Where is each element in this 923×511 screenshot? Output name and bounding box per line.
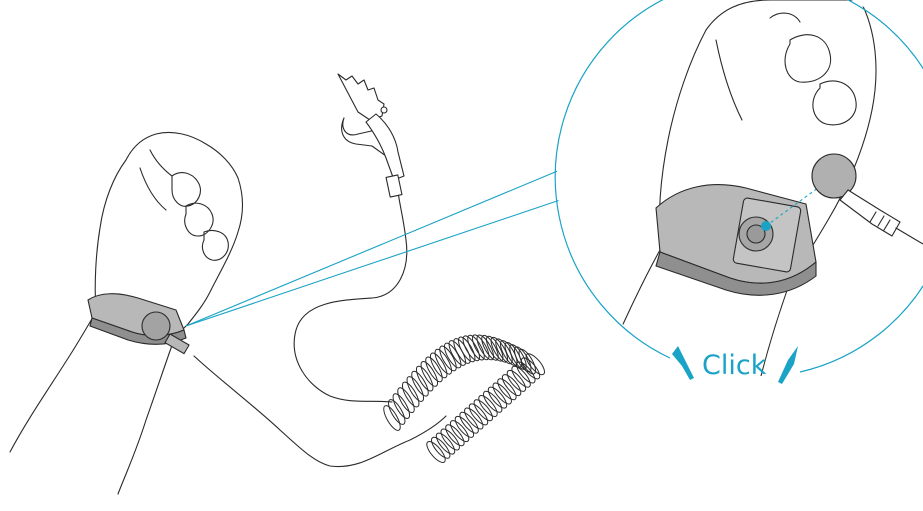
click-label-group: Click — [672, 346, 798, 384]
coil-loop — [387, 399, 406, 425]
coil-loop — [511, 365, 531, 388]
zoom-detail — [557, 0, 923, 376]
coil-loop — [471, 334, 490, 361]
coil-loop — [473, 399, 493, 422]
coil-loop — [501, 374, 522, 397]
clip-plug — [385, 174, 403, 198]
zoom-strap-shadow — [655, 251, 817, 296]
coil-loop — [518, 348, 537, 375]
zoom-plug-cord — [895, 227, 923, 249]
ground-cord-straight — [193, 355, 447, 468]
coil-loop — [397, 387, 415, 414]
callout-lines — [185, 169, 561, 327]
coil-loop — [487, 386, 508, 409]
clip-jaw-upper — [337, 73, 385, 121]
coil-loop — [449, 420, 470, 443]
coil-loop — [440, 428, 460, 451]
finger-lines — [139, 149, 229, 261]
coil-loop — [454, 415, 475, 438]
ground-cord-to-clip — [293, 191, 408, 403]
coil-loop — [445, 424, 465, 447]
coil-loop — [383, 405, 401, 431]
coil-loop — [426, 441, 446, 463]
coil-loop — [483, 390, 503, 413]
zoom-snap-center — [746, 224, 766, 244]
coil-loop — [434, 348, 453, 375]
coil-loop — [516, 361, 536, 384]
coil-loop — [467, 334, 485, 361]
coil-loop — [506, 369, 527, 392]
coil-loop — [420, 361, 439, 387]
coil-loop — [429, 352, 448, 379]
coil-loop — [392, 393, 411, 419]
clip-handle — [365, 113, 405, 181]
arm-illustration — [9, 131, 244, 495]
click-arrow-left — [672, 346, 694, 380]
zoom-finger-lines — [715, 12, 857, 126]
coil-loop — [504, 342, 523, 368]
zoom-plug-head — [811, 153, 857, 199]
coil-loop — [425, 356, 443, 383]
coiled-cord — [383, 334, 545, 463]
callout-line-lower — [185, 199, 561, 327]
coil-loop — [468, 403, 489, 426]
coil-loop — [459, 411, 479, 434]
strap-connector — [164, 333, 190, 355]
coil-loop — [431, 436, 451, 459]
coil-loop — [478, 395, 498, 417]
hand-outline — [94, 131, 244, 335]
coil-loop — [520, 357, 541, 380]
coil-loop — [415, 365, 434, 392]
coil-loop — [464, 407, 484, 430]
coil-loop — [401, 381, 420, 408]
coil-loop — [439, 345, 457, 372]
coil-loop — [457, 336, 476, 363]
zoom-plug-body — [839, 189, 901, 237]
zoom-circle-border — [554, 0, 923, 373]
coil-loop — [435, 432, 456, 455]
callout-line-upper — [185, 169, 561, 327]
coil-loop — [492, 382, 512, 405]
alligator-clip — [337, 73, 405, 198]
zoom-plug-ridges — [869, 211, 891, 231]
coil-loop — [406, 376, 425, 402]
coil-loop — [462, 335, 481, 362]
strap-snap-button — [141, 311, 171, 341]
coil-loop — [453, 338, 471, 364]
click-label: Click — [702, 350, 767, 381]
coil-loop — [525, 353, 545, 376]
coil-loop — [411, 370, 429, 397]
wrist-strap — [87, 293, 190, 355]
clip-pivot — [380, 106, 388, 114]
coil-loop — [497, 378, 517, 401]
coil-loop — [476, 334, 495, 361]
click-arrow-right — [778, 346, 798, 384]
